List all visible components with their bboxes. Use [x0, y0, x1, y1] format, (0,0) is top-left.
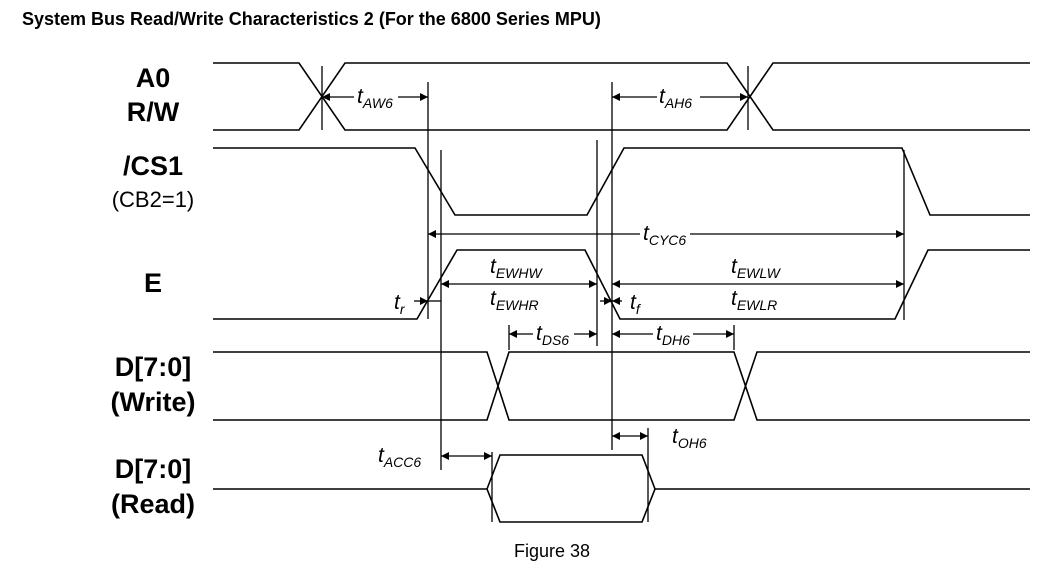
signal-label-d-read-sub: (Read) [111, 489, 195, 519]
signal-label-a0: A0 [136, 63, 171, 93]
timing-label-ewlw: tEWLW [731, 255, 782, 281]
timing-arrows [322, 93, 904, 460]
timing-label-acc6: tACC6 [378, 444, 421, 470]
signal-label-d-write: D[7:0] [115, 352, 192, 382]
timing-label-ewhw: tEWHW [490, 255, 544, 281]
waveform-d-read [213, 454, 1030, 523]
timing-label-dh6: tDH6 [656, 322, 690, 348]
timing-label-ewlr: tEWLR [731, 287, 777, 313]
waveform-d-write [213, 351, 1030, 421]
diagram-title: System Bus Read/Write Characteristics 2 … [22, 9, 601, 29]
signal-label-cs1: /CS1 [123, 151, 183, 181]
timing-label-oh6: tOH6 [672, 425, 707, 451]
waveform-cs1 [213, 147, 1030, 216]
timing-label-tr: tr [394, 291, 406, 317]
timing-label-ds6: tDS6 [536, 322, 569, 348]
signal-label-cs1-sub: (CB2=1) [112, 187, 195, 212]
timing-label-ah6: tAH6 [659, 85, 692, 111]
timing-label-tf: tf [630, 291, 642, 317]
waveform-e [213, 249, 1030, 320]
signal-label-d-write-sub: (Write) [111, 387, 196, 417]
timing-label-aw6: tAW6 [357, 85, 393, 111]
timing-label-cyc6: tCYC6 [643, 222, 686, 248]
signal-label-d-read: D[7:0] [115, 454, 192, 484]
signal-label-e: E [144, 268, 162, 298]
figure-caption: Figure 38 [513, 541, 591, 561]
signal-label-rw: R/W [127, 97, 180, 127]
waveform-a0-rw [213, 62, 1030, 131]
timing-label-ewhr: tEWHR [490, 287, 539, 313]
